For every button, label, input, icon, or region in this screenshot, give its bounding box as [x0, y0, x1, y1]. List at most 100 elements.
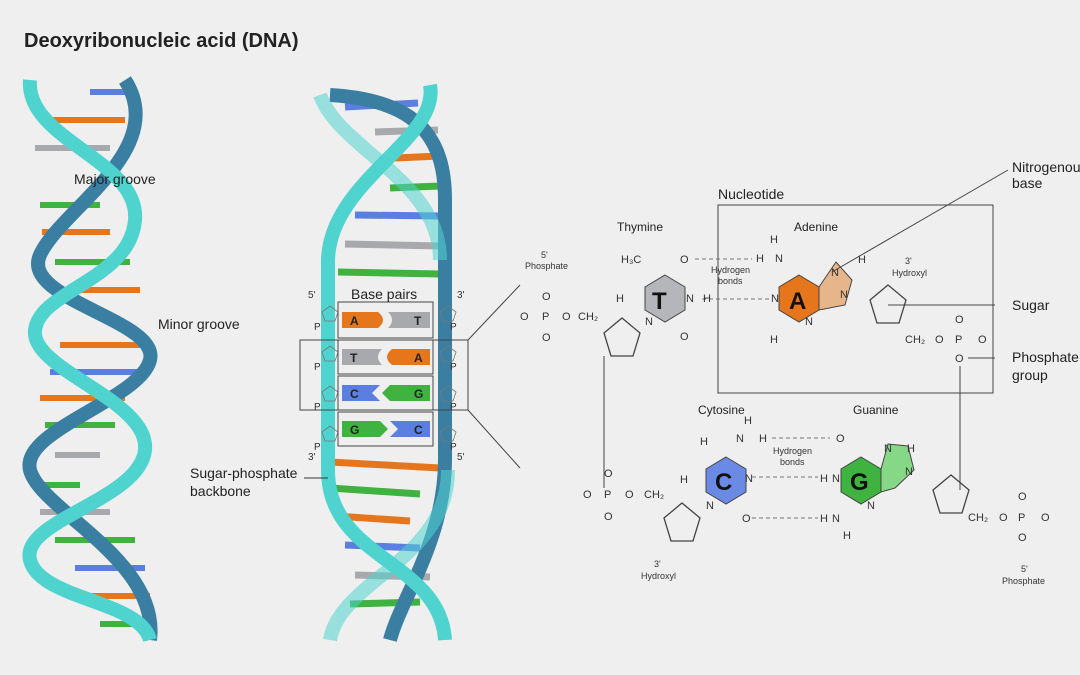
cytosine-block — [342, 385, 380, 401]
atom-h: H — [770, 234, 778, 246]
thymine-letter: T — [652, 288, 667, 315]
phosphate-group-label-line1: Phosphate — [1012, 349, 1079, 365]
atom-o: O — [520, 311, 529, 323]
atom-p: P — [955, 334, 962, 346]
atom-o: O — [625, 489, 634, 501]
atom-p: P — [604, 489, 611, 501]
pair-4-right: C — [414, 423, 423, 437]
cytosine-block — [390, 421, 430, 437]
atom-h: H — [843, 530, 851, 542]
atom-o: O — [1018, 491, 1027, 503]
atom-h: H — [858, 254, 866, 266]
pair-3-left: C — [350, 387, 359, 401]
atom-o: O — [1018, 532, 1027, 544]
three-prime-top-right: 3' — [457, 290, 465, 301]
atom-o: O — [935, 334, 944, 346]
sugar-label: Sugar — [1012, 297, 1050, 313]
pair-2-right: A — [414, 351, 423, 365]
atom-h: H — [700, 436, 708, 448]
adenine-block — [387, 349, 430, 365]
phosphate-5prime-top: 5' — [541, 250, 548, 260]
atom-n: N — [706, 500, 714, 512]
nitrogenous-label-line2: base — [1012, 175, 1043, 191]
minor-groove-label: Minor groove — [158, 316, 240, 332]
atom-o: O — [583, 489, 592, 501]
atom-p: P — [1018, 512, 1025, 524]
p-label: P — [314, 442, 321, 453]
guanine-block — [382, 385, 430, 401]
atom-o: O — [999, 512, 1008, 524]
p-label: P — [450, 442, 457, 453]
hydroxyl-label-top: Hydroxyl — [892, 268, 927, 278]
phosphate-group-label-line2: group — [1012, 367, 1048, 383]
atom-h: H — [744, 415, 752, 427]
pair-1-right: T — [414, 314, 422, 328]
pair-4-left: G — [350, 423, 359, 437]
hbonds-bottom-line2: bonds — [780, 457, 805, 467]
backbone-label-line1: Sugar-phosphate — [190, 465, 298, 481]
nucleotide-label: Nucleotide — [718, 186, 784, 202]
atom-h: H — [820, 473, 828, 485]
atom-o: O — [836, 433, 845, 445]
atom-o: O — [680, 331, 689, 343]
cytosine-label: Cytosine — [698, 403, 745, 417]
atom-n: N — [805, 316, 813, 328]
guanine-letter: G — [850, 469, 869, 496]
atom-n: N — [745, 473, 753, 485]
backbone-pentagons — [321, 305, 457, 442]
five-prime-top-left: 5' — [308, 290, 316, 301]
page-title: Deoxyribonucleic acid (DNA) — [24, 30, 299, 52]
thymine-label: Thymine — [617, 220, 663, 234]
atom-n: N — [884, 443, 892, 455]
p-label: P — [450, 362, 457, 373]
atom-n: N — [771, 293, 779, 305]
p-label: P — [314, 402, 321, 413]
adenine-letter: A — [789, 288, 806, 315]
middle-helix-light-strand — [321, 83, 452, 641]
atom-n: N — [840, 289, 848, 301]
p-label: P — [450, 402, 457, 413]
left-helix-light-strand — [22, 79, 157, 643]
pair-2-left: T — [350, 351, 358, 365]
p-label: P — [450, 322, 457, 333]
atom-o: O — [955, 353, 964, 365]
sugar-ring-guanine — [932, 474, 970, 514]
hydroxyl-3prime-bottom: 3' — [654, 559, 661, 569]
atom-n: N — [831, 267, 839, 279]
adenine-pentagon — [818, 261, 853, 311]
backbone-label-line2: backbone — [190, 483, 251, 499]
atom-o: O — [978, 334, 987, 346]
adenine-block — [342, 312, 383, 328]
atom-h: H — [907, 443, 915, 455]
hydroxyl-3prime-top: 3' — [905, 256, 912, 266]
p-label: P — [314, 322, 321, 333]
middle-helix-back-strand — [313, 92, 447, 261]
atom-h: H — [616, 293, 624, 305]
atom-n: N — [775, 253, 783, 265]
thymine-block — [342, 349, 382, 365]
atom-ch2: CH₂ — [905, 334, 925, 346]
middle-helix-lower-strand — [323, 469, 455, 642]
atom-o: O — [742, 513, 751, 525]
thymine-block — [388, 312, 430, 328]
sugar-ring-cytosine — [663, 502, 701, 542]
base-pairs-label: Base pairs — [351, 286, 417, 302]
adenine-label: Adenine — [794, 220, 838, 234]
left-helix: Major groove Minor groove — [22, 76, 240, 643]
atom-o: O — [562, 311, 571, 323]
atom-n: N — [736, 433, 744, 445]
atom-h: H — [820, 513, 828, 525]
atom-ch2: CH₂ — [968, 512, 988, 524]
hbonds-bottom-line1: Hydrogen — [773, 446, 812, 456]
atom-h: H — [680, 474, 688, 486]
middle-helix: 5' 3' 3' 5' P P P P P P P P A T — [190, 83, 521, 642]
sugar-ring-adenine — [869, 284, 907, 324]
phosphate-5prime-bottom: 5' — [1021, 564, 1028, 574]
atom-n: N — [645, 316, 653, 328]
atom-o: O — [955, 314, 964, 326]
hydrogen-bond-lines — [695, 258, 830, 519]
atom-n: N — [867, 500, 875, 512]
atom-o: O — [604, 511, 613, 523]
